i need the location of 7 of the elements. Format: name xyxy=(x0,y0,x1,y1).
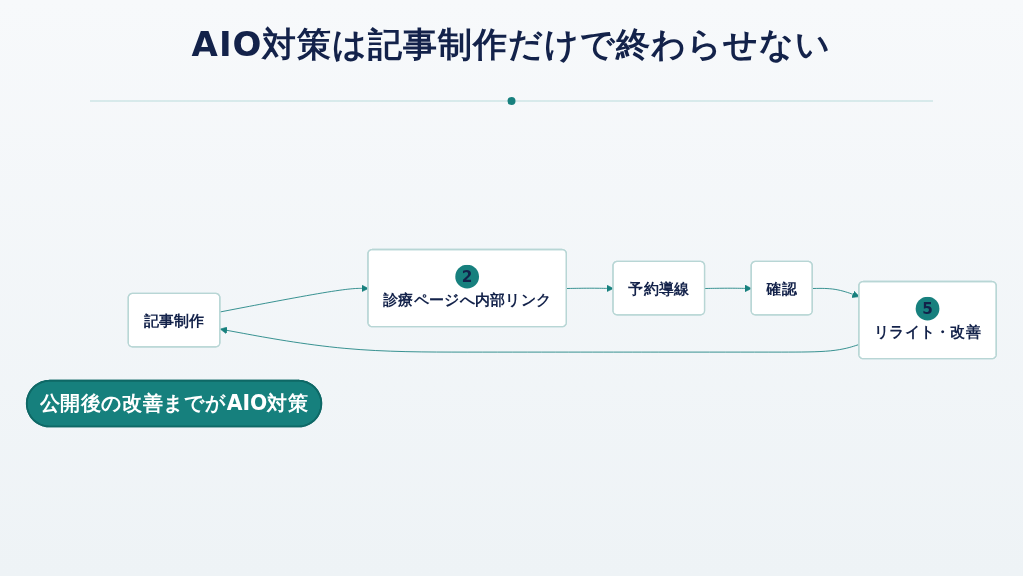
process-box: 記事制作 xyxy=(127,292,221,348)
process-box: 2 診療ページへ内部リンク xyxy=(367,248,567,328)
process-box: 確認 xyxy=(750,260,813,316)
process-box: 予約導線 xyxy=(612,260,706,316)
banner: 公開後の改善までがAIO対策 xyxy=(25,379,323,428)
title: AIO対策は記事制作だけで終わらせない xyxy=(190,23,833,66)
process-box: 5 リライト・改善 xyxy=(858,280,997,360)
